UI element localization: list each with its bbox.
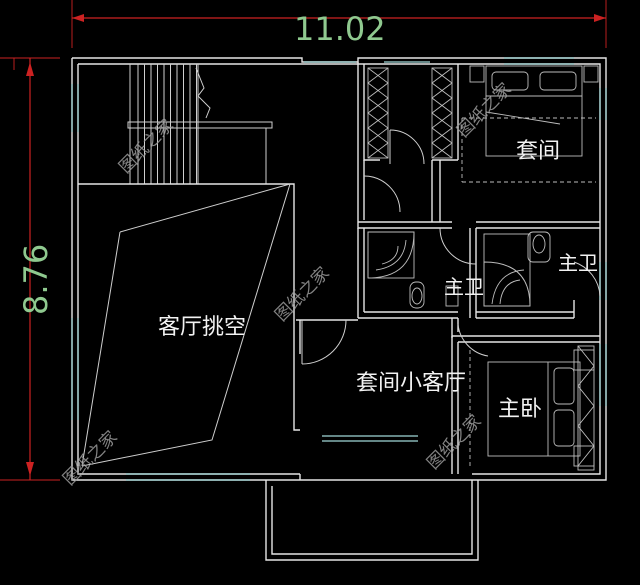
staircase — [127, 64, 273, 185]
height-dimension-label: 8.76 — [17, 244, 55, 315]
watermark-2: 图纸之家 — [453, 79, 515, 141]
label-bath-middle: 主卫 — [444, 275, 484, 299]
label-master-bedroom: 主卧 — [498, 397, 542, 422]
watermark-3: 图纸之家 — [271, 263, 333, 325]
doors — [301, 129, 601, 365]
master-bed — [469, 349, 595, 467]
bath-fixtures — [367, 231, 551, 309]
dimension-lines — [0, 0, 607, 481]
label-living-void: 客厅挑空 — [158, 315, 246, 340]
label-master-bath: 主卫 — [558, 251, 598, 275]
width-dimension-label: 11.02 — [294, 10, 386, 48]
interior-walls — [296, 62, 600, 474]
label-suite-lounge: 套间小客厅 — [356, 371, 466, 396]
watermark-5: 图纸之家 — [423, 411, 485, 473]
living-void — [78, 183, 300, 467]
label-suite: 套间 — [516, 139, 560, 164]
watermark-1: 图纸之家 — [115, 115, 177, 177]
suite-bed — [461, 65, 599, 183]
windows — [71, 57, 607, 481]
